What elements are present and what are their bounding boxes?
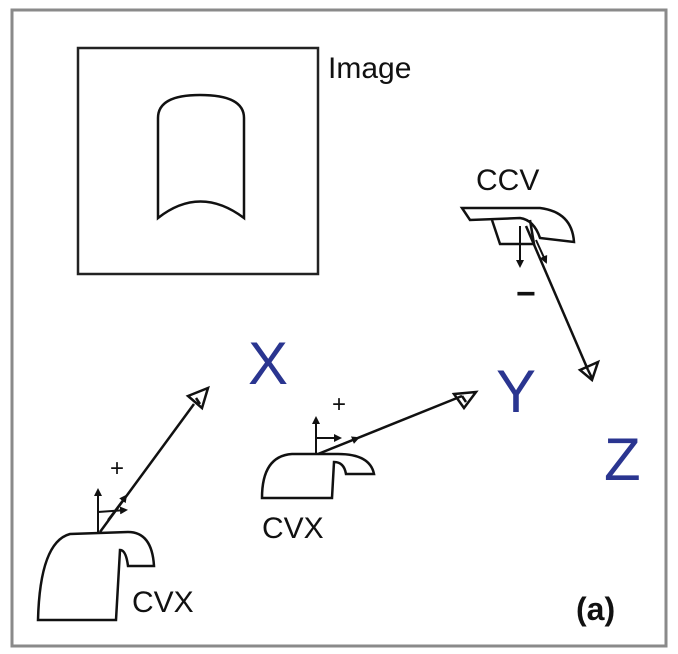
cvx-left-ray-arrow <box>107 494 128 521</box>
camera-z-icon <box>577 359 601 383</box>
ccv-object: CCV − <box>459 164 601 383</box>
axis-z-label: Z <box>604 426 641 493</box>
axis-y-label: Y <box>496 358 536 425</box>
axis-x-label: X <box>248 330 288 397</box>
image-label: Image <box>328 52 411 85</box>
image-inset: Image <box>76 46 411 276</box>
ccv-ray-to-z <box>524 225 590 371</box>
cvx-center-object: + CVX <box>260 390 479 545</box>
ccv-label: CCV <box>476 164 539 197</box>
cvx-left-plus-sign: + <box>110 455 124 482</box>
ccv-side <box>490 219 536 246</box>
cvx-center-plus-sign: + <box>332 391 346 418</box>
cvx-center-surface <box>260 452 376 500</box>
panel-label: (a) <box>576 591 615 627</box>
image-frame <box>76 46 320 276</box>
cvx-left-tangent-arrow <box>97 506 128 515</box>
cvx-left-object: + CVX <box>36 385 210 622</box>
outer-frame <box>10 8 668 648</box>
camera-x-icon <box>185 385 210 411</box>
cvx-left-surface <box>36 530 156 622</box>
cvx-left-label: CVX <box>132 586 194 619</box>
cvx-center-label: CVX <box>262 512 324 545</box>
cvx-center-ray-arrow <box>329 436 360 450</box>
ccv-surface <box>459 206 576 244</box>
image-curved-surface <box>156 93 246 221</box>
ccv-ray-arrow <box>535 239 548 264</box>
camera-y-icon <box>451 390 479 411</box>
ccv-minus-sign: − <box>516 275 536 313</box>
